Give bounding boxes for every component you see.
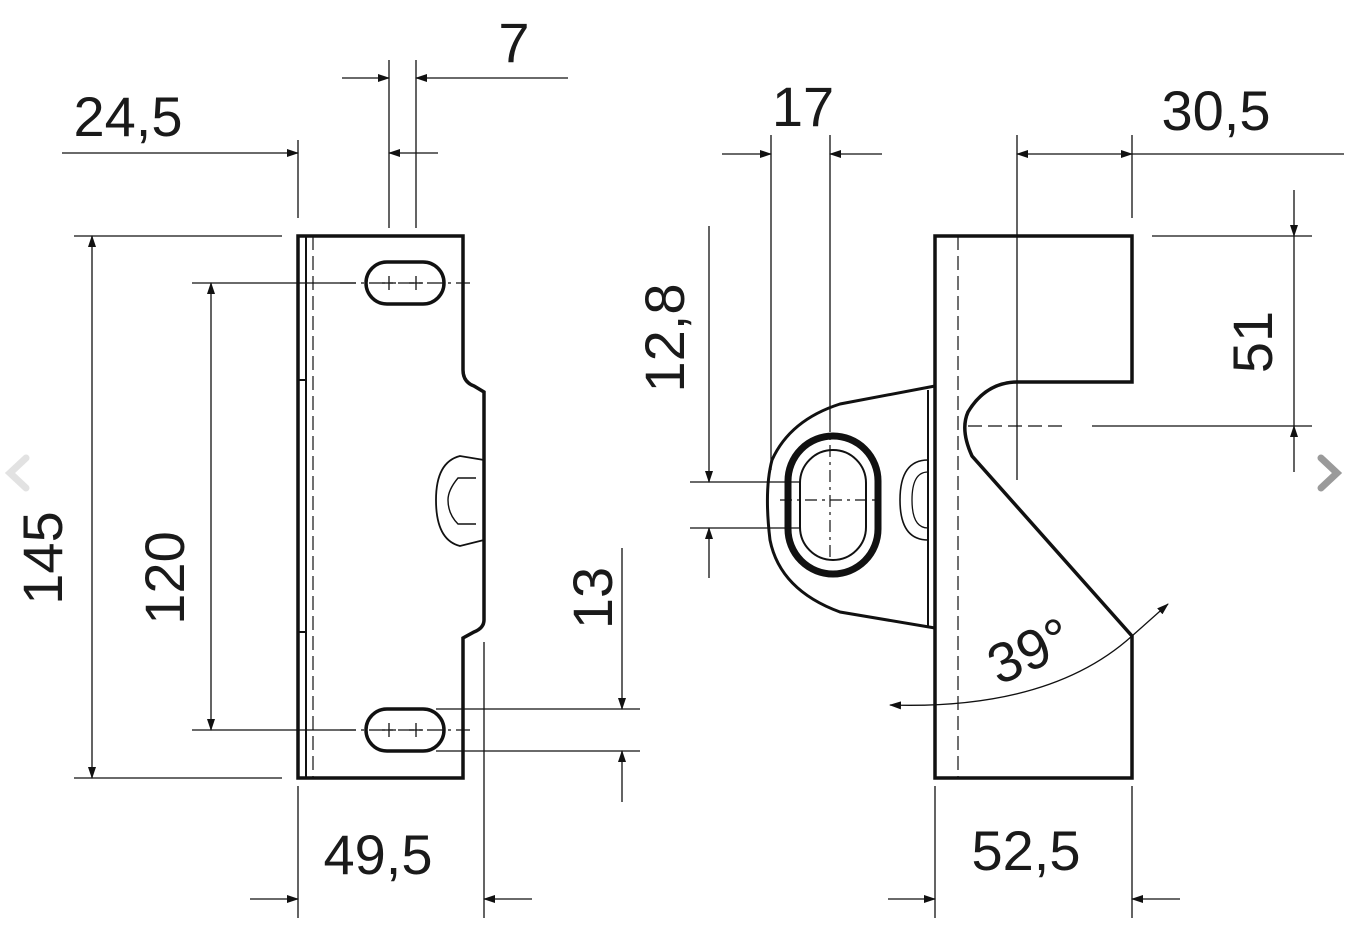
latch-bump <box>435 455 485 547</box>
dim-49-5-label: 49,5 <box>324 823 433 886</box>
flange-ear <box>765 384 936 630</box>
dim-7-label: 7 <box>498 11 529 74</box>
flange-oval-hole <box>784 432 882 578</box>
chevron-right-icon <box>1317 454 1343 492</box>
right-part-outline <box>933 234 1134 780</box>
chevron-left-icon <box>4 454 30 492</box>
dim-52-5-label: 52,5 <box>972 819 1081 882</box>
left-part-outline <box>296 234 486 780</box>
dim-30-5-label: 30,5 <box>1162 79 1271 142</box>
dim-12-8-label: 12,8 <box>633 284 696 393</box>
left-part-view <box>296 234 486 780</box>
dim-17-label: 17 <box>772 75 834 138</box>
next-image-button[interactable] <box>1307 450 1347 496</box>
dim-51-label: 51 <box>1221 311 1284 373</box>
dim-13-label: 13 <box>561 567 624 629</box>
upper-slot <box>364 260 446 306</box>
dim-120-label: 120 <box>133 531 196 624</box>
right-part-view <box>765 234 1134 780</box>
dim-39-angle-label: 39° <box>978 605 1081 697</box>
dim-24-5-label: 24,5 <box>74 85 183 148</box>
lower-slot <box>364 707 446 753</box>
prev-image-button[interactable] <box>0 450 40 496</box>
dim-145-label: 145 <box>11 511 74 604</box>
